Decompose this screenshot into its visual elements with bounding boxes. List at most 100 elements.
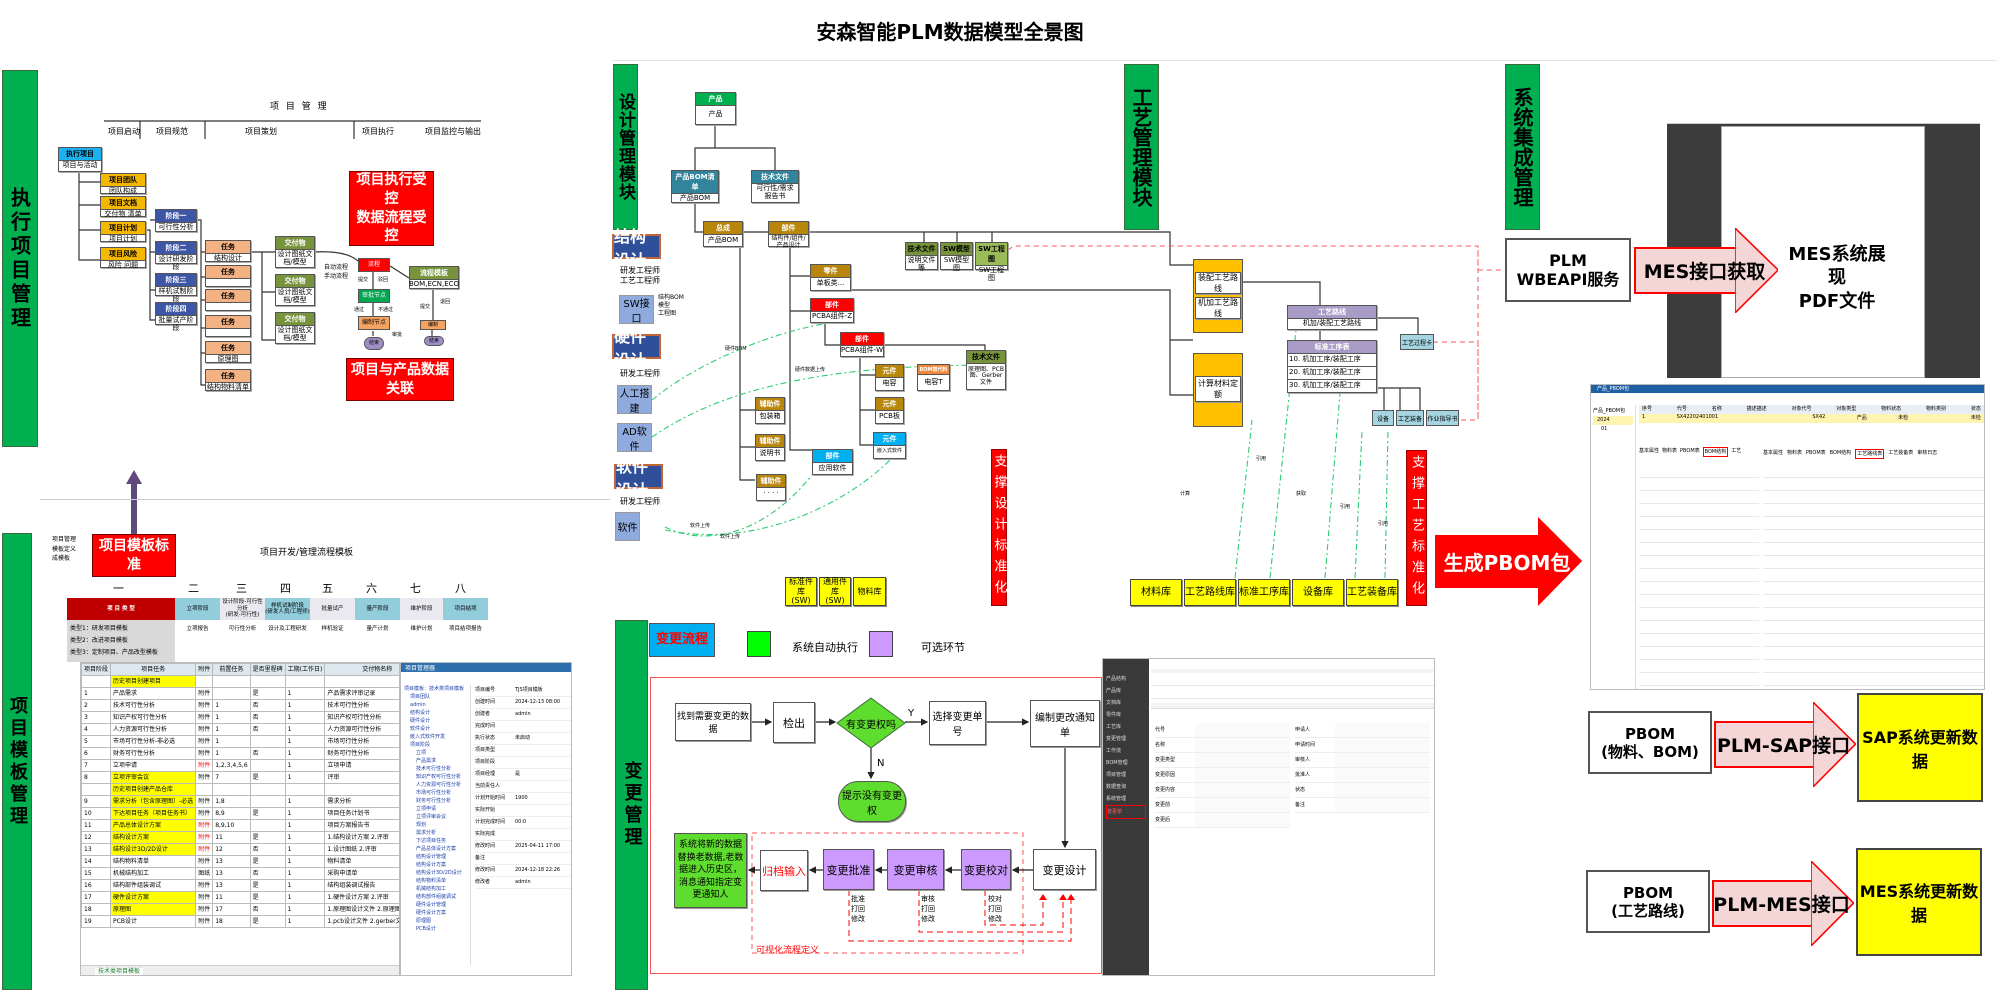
table-row[interactable]: 15机械结构加工图纸13否1采购申请单否结构工程师 <box>81 867 399 880</box>
library-standard-parts[interactable]: 标准件库 (SW) <box>785 577 817 606</box>
column-header[interactable]: 交付物名称 <box>324 663 399 676</box>
column-header[interactable]: 是否里程碑 <box>249 663 286 676</box>
node-capacitor[interactable]: 元件电容 <box>875 364 904 391</box>
node-hw-tech-doc[interactable]: 技术文件原理图、PCB图、Gerber文件 <box>966 350 1006 390</box>
assembly-route[interactable]: 装配工艺路线 <box>1195 272 1241 294</box>
select-change-order-step[interactable]: 选择变更单号 <box>929 701 986 745</box>
step-flow[interactable]: 流程 <box>358 258 390 272</box>
library-common-parts[interactable]: 通用件库 (SW) <box>819 577 851 606</box>
work-instruction[interactable]: 作业指导书 <box>1426 410 1459 426</box>
library-tooling[interactable]: 工艺装备库 <box>1346 579 1398 606</box>
form-field[interactable] <box>1195 768 1290 782</box>
tree-item[interactable]: 技术可行性分析 <box>416 766 452 772</box>
column-header[interactable]: 项目阶段 <box>81 663 112 676</box>
tree-item[interactable]: 01 <box>1601 426 1608 432</box>
node-assembly[interactable]: 总成产品BOM <box>703 221 743 247</box>
form-field[interactable] <box>1195 798 1290 812</box>
node-embedded-sw[interactable]: 元件嵌入式软件 <box>873 432 906 459</box>
node-app-sw[interactable]: 部件应用软件 <box>812 449 853 475</box>
tab[interactable]: 基本属性 <box>1639 448 1660 454</box>
form-field[interactable] <box>1195 813 1290 827</box>
pdf-viewer[interactable] <box>1667 88 1980 378</box>
tree-item[interactable]: 结构设计3D/2D设计 <box>416 870 462 876</box>
material-quota[interactable]: 计算材料定额 <box>1195 376 1241 402</box>
form-field[interactable] <box>1195 738 1290 752</box>
find-data-step[interactable]: 找到需要变更的数据 <box>675 703 751 741</box>
property-value[interactable]: 2025-04-11 17:00 <box>515 843 561 849</box>
node-aux[interactable]: 辅助件说明书 <box>755 434 785 461</box>
pbom-bom-tree[interactable] <box>1639 465 1759 689</box>
equipment[interactable]: 设备 <box>1372 410 1394 426</box>
node-task[interactable]: 任务 <box>205 265 251 287</box>
tree-item[interactable]: 结构设计方案 <box>416 862 447 868</box>
tooling[interactable]: 工艺装备 <box>1396 410 1424 426</box>
tab[interactable]: 工艺装备表 <box>1888 450 1914 456</box>
property-value[interactable]: admin <box>515 711 531 717</box>
column-header[interactable]: 对象类型 <box>1836 406 1857 412</box>
column-header[interactable]: 物料状态 <box>1881 406 1902 412</box>
library-standard-ops[interactable]: 标准工序库 <box>1238 579 1290 606</box>
menu-item[interactable]: 变更管理 <box>1106 736 1127 742</box>
manual-build-button[interactable]: 人工搭建 <box>617 385 652 415</box>
node-stage[interactable]: 阶段二设计研发阶段 <box>155 241 197 271</box>
node-part[interactable]: 部件结构件/组件/产品设计 <box>768 221 809 248</box>
tree-item[interactable]: 市场可行性分析 <box>416 790 452 796</box>
machining-route[interactable]: 机加工艺路线 <box>1195 297 1241 319</box>
property-value[interactable]: 是 <box>515 771 521 777</box>
node-team[interactable]: 项目团队团队构成 <box>100 173 146 195</box>
node-tech-doc[interactable]: 技术文件说明文件等 <box>905 242 938 272</box>
column-header[interactable]: 状态 <box>1970 406 1981 412</box>
tree-item[interactable]: 结构设计管理 <box>416 854 447 860</box>
tree-item[interactable]: 人力资源可行性分析 <box>416 782 462 788</box>
library-routes[interactable]: 工艺路线库 <box>1184 579 1236 606</box>
column-header[interactable]: 名称 <box>1711 406 1722 412</box>
form-field[interactable] <box>1335 738 1430 752</box>
form-field[interactable] <box>1195 753 1290 767</box>
tree-item[interactable]: 项目模板：技术类项目模板 <box>404 686 465 692</box>
node-task[interactable]: 任务结构物料清单 <box>205 369 251 391</box>
node-tech-doc[interactable]: 技术文件可行性/需求报告书 <box>751 170 799 203</box>
menu-item[interactable]: 产品库 <box>1106 688 1122 694</box>
node-aux[interactable]: 辅助件· · · · <box>756 474 786 501</box>
tree-item[interactable]: 原理图 <box>416 918 432 924</box>
table-row[interactable]: 14结构物料清单附件13是1物料清单否结构工程师上传附件功能 <box>81 855 399 868</box>
form-field[interactable] <box>1335 798 1430 812</box>
node-task[interactable]: 任务结构设计 <box>205 240 251 262</box>
tree-item[interactable]: 产品需求 <box>416 758 437 764</box>
table-row[interactable]: 4人力资源可行性分析附件1否1人力资源可行性分析否人事经理可行性分析报告中描述人… <box>81 723 399 736</box>
node-task[interactable]: 任务 <box>205 315 251 337</box>
project-type[interactable]: 类型1：研发项目模板 <box>70 625 128 632</box>
tree-item[interactable]: 结构部件组装调试 <box>416 894 457 900</box>
tree-item[interactable]: 硬件设计方案 <box>416 910 447 916</box>
step-end[interactable]: 结束 <box>424 336 444 346</box>
tree-item[interactable]: 2024 <box>1593 416 1633 425</box>
table-row[interactable]: 8立项评审会议附件7是1评审是项目负责人线下进行评审会议 <box>81 771 399 784</box>
column-header[interactable]: 项目任务 <box>110 663 197 676</box>
property-value[interactable]: admin <box>515 879 531 885</box>
node-stage[interactable]: 阶段四批量试产阶段 <box>155 302 197 332</box>
tree-item[interactable]: 立项 <box>416 750 427 756</box>
menu-item[interactable]: 工艺库 <box>1106 724 1122 730</box>
menu-item[interactable]: BOM管理 <box>1106 760 1128 766</box>
column-header[interactable]: 对象代号 <box>1791 406 1812 412</box>
column-header[interactable]: 附件 <box>195 663 214 676</box>
tree-item[interactable]: 机械结构加工 <box>416 886 447 892</box>
form-field[interactable] <box>1195 783 1290 797</box>
node-plan[interactable]: 项目计划项目计划 <box>100 221 146 243</box>
library-equipment[interactable]: 设备库 <box>1292 579 1344 606</box>
property-value[interactable]: 2024-12-18 22:26 <box>515 867 561 873</box>
tree-item[interactable]: 软件设计 <box>410 726 431 732</box>
table-row[interactable]: 3知识产权可行性分析附件1否1知识产权可行性分析否专利工程师可行性分析报告中描述 <box>81 711 399 724</box>
software-button[interactable]: 软件 <box>615 512 640 541</box>
menu-item[interactable]: 项目管理 <box>1106 772 1127 778</box>
tree-item[interactable]: 嵌入式软件开发 <box>410 734 446 740</box>
property-value[interactable]: 1900 <box>515 795 528 801</box>
